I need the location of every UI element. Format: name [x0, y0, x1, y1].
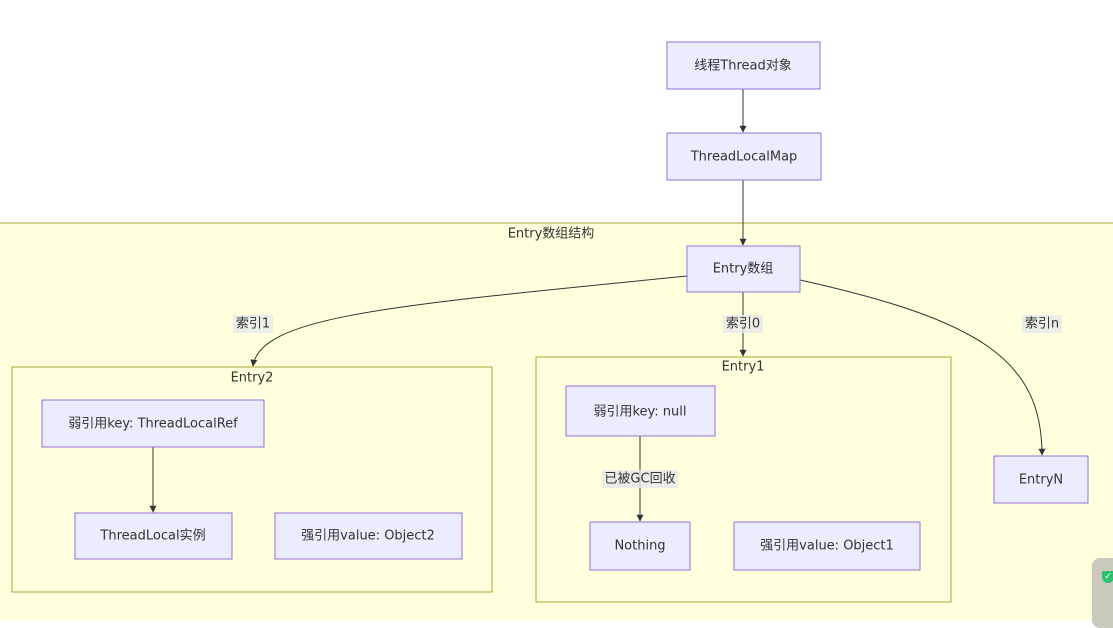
edge-array-entryn	[799, 279, 1046, 456]
node-label: 强引用value: Object1	[760, 539, 894, 554]
node-strong-value1: 强引用value: Object1	[733, 521, 921, 571]
node-label: 线程Thread对象	[694, 59, 791, 74]
edge-label-index1: 索引1	[236, 317, 270, 332]
node-label: ThreadLocalMap	[690, 150, 798, 165]
node-strong-value2: 强引用value: Object2	[274, 512, 463, 560]
node-label: 强引用value: Object2	[301, 529, 435, 544]
cluster-title-entry2: Entry2	[231, 371, 274, 386]
node-entryn: EntryN	[993, 455, 1089, 504]
cluster-title-entry1: Entry1	[722, 360, 765, 375]
node-threadlocal-instance: ThreadLocal实例	[74, 512, 233, 560]
node-label: Nothing	[614, 539, 665, 554]
edge-label-indexn: 索引n	[1025, 317, 1059, 332]
node-label: EntryN	[1019, 473, 1063, 488]
node-label: Entry数组	[713, 262, 774, 277]
node-nothing: Nothing	[589, 521, 691, 571]
node-weak-key-ref: 弱引用key: ThreadLocalRef	[41, 399, 265, 448]
node-threadlocalmap: ThreadLocalMap	[666, 132, 822, 181]
edge-label-gc: 已被GC回收	[604, 472, 675, 487]
node-thread: 线程Thread对象	[666, 41, 821, 90]
node-weak-key-null: 弱引用key: null	[565, 385, 716, 437]
floating-widget[interactable]: ✓	[1092, 558, 1113, 628]
node-entry-array: Entry数组	[686, 245, 801, 293]
shield-check-icon: ✓	[1102, 571, 1113, 583]
edge-label-index0: 索引0	[726, 317, 760, 332]
cluster-title-outer: Entry数组结构	[508, 227, 595, 242]
node-label: 弱引用key: ThreadLocalRef	[68, 417, 238, 432]
node-label: ThreadLocal实例	[99, 529, 205, 544]
edge-array-entry2	[250, 275, 688, 367]
node-label: 弱引用key: null	[593, 405, 686, 420]
